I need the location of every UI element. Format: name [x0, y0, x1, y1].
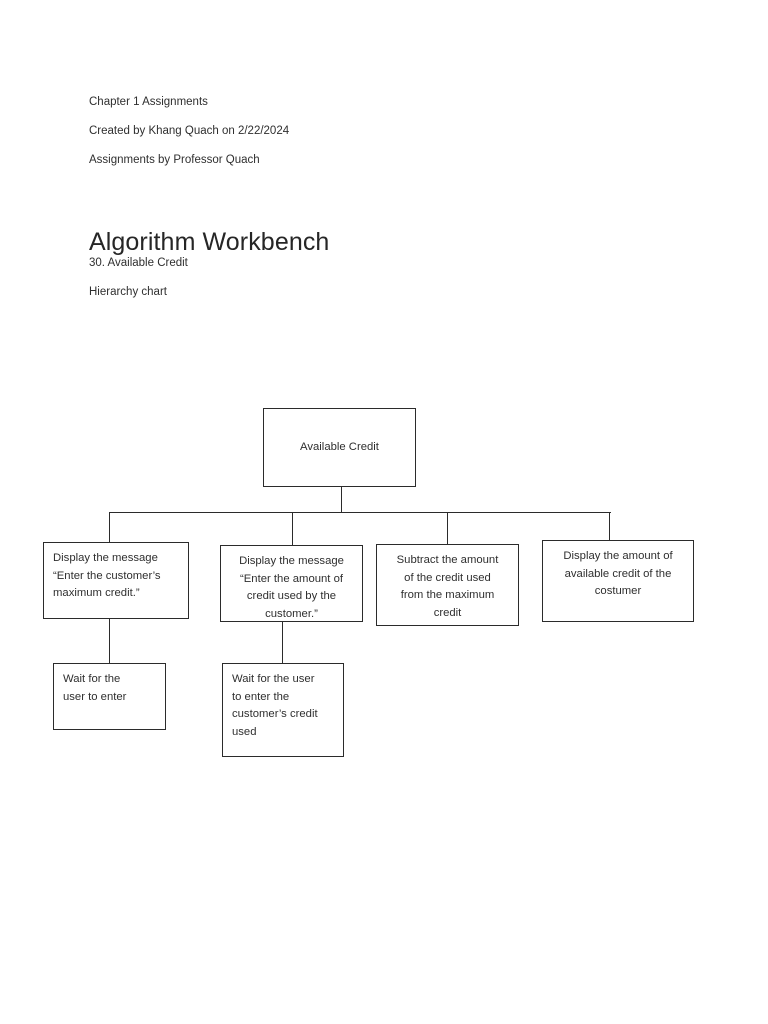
- connector-drop-child-3: [447, 512, 449, 544]
- chart-node-child-3-line-1: of the credit used: [404, 571, 491, 584]
- chart-node-leaf-2: Wait for the user to enter the customer’…: [222, 663, 344, 757]
- chart-node-child-3-line-2: from the maximum: [400, 589, 495, 601]
- chart-node-child-2-line-2: credit used by the: [246, 590, 337, 602]
- chart-node-child-4-line-1: available credit of the: [564, 567, 672, 580]
- connector-root-stem: [341, 487, 343, 513]
- chart-node-child-4-line-2: costumer: [594, 585, 642, 597]
- chart-node-child-3: Subtract the amount of the credit used f…: [376, 544, 519, 626]
- page-title: Algorithm Workbench: [89, 227, 330, 256]
- chart-node-child-1-line-0: Display the message: [53, 552, 158, 564]
- chart-node-child-3-line-0: Subtract the amount: [396, 554, 499, 566]
- chart-node-leaf-1-line-1: user to enter: [63, 690, 127, 703]
- chart-node-child-2-line-1: “Enter the amount of: [240, 572, 343, 585]
- connector-drop-child-1: [109, 512, 111, 542]
- connector-child-2-to-leaf-2: [282, 622, 284, 663]
- subtitle-problem-number: 30. Available Credit: [89, 257, 188, 269]
- chart-node-child-4: Display the amount of available credit o…: [542, 540, 694, 622]
- chart-node-leaf-2-line-0: Wait for the user: [232, 673, 315, 685]
- chart-node-root-line-0: Available Credit: [300, 440, 379, 453]
- chart-node-child-1: Display the message “Enter the customer’…: [43, 542, 189, 619]
- connector-drop-child-2: [292, 512, 294, 545]
- chart-node-child-2-line-3: customer.”: [265, 607, 318, 620]
- chart-node-child-4-line-0: Display the amount of: [563, 550, 673, 562]
- chart-node-child-2: Display the message “Enter the amount of…: [220, 545, 363, 622]
- chart-node-leaf-2-line-2: customer’s credit: [232, 708, 318, 720]
- chart-node-leaf-2-line-1: to enter the: [232, 690, 290, 703]
- chart-node-child-1-line-1: “Enter the customer’s: [53, 569, 161, 582]
- chart-node-child-2-line-0: Display the message: [239, 555, 344, 567]
- chart-node-leaf-1: Wait for the user to enter: [53, 663, 166, 730]
- meta-line-author: Created by Khang Quach on 2/22/2024: [89, 125, 290, 137]
- chart-node-child-1-line-2: maximum credit.”: [53, 587, 140, 599]
- chart-node-root: Available Credit: [263, 408, 416, 487]
- connector-bus: [109, 512, 611, 514]
- chart-node-leaf-1-line-0: Wait for the: [63, 673, 121, 685]
- meta-line-professor: Assignments by Professor Quach: [89, 154, 260, 166]
- meta-line-chapter: Chapter 1 Assignments: [89, 96, 208, 108]
- subtitle-chart-type: Hierarchy chart: [89, 286, 167, 298]
- connector-child-1-to-leaf-1: [109, 619, 111, 664]
- chart-node-child-3-line-3: credit: [433, 606, 462, 619]
- connector-drop-child-4: [609, 512, 611, 540]
- chart-node-leaf-2-line-3: used: [232, 725, 257, 738]
